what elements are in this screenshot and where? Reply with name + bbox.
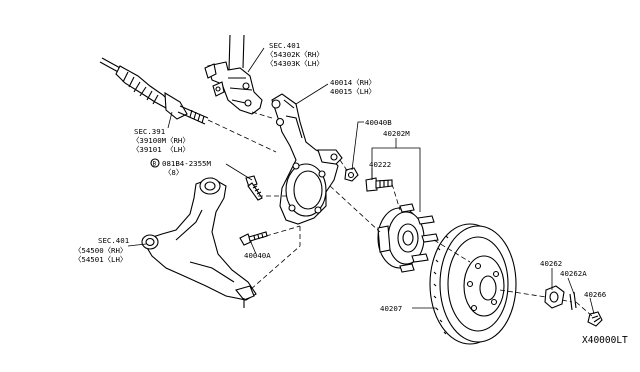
label-bolt-b-qty: 〈8〉 [164,168,183,177]
lower-bolt-40040A[interactable] [239,231,268,246]
label-nut-40040B: 40040B [365,118,392,127]
label-hub-nut: 40262 [540,259,562,268]
bolt-b-circle [150,158,160,168]
label-hub-bolt: 40222 [369,160,391,169]
label-hub-assy: 40202M [383,129,410,138]
label-hub-nut-cap: 40262A [560,269,587,278]
label-lca-sec: SEC.401 [98,236,129,245]
nut-40040B[interactable] [344,167,359,182]
drive-shaft[interactable] [99,57,209,125]
label-strut-rh: 〈54302K〈RH〉 [266,50,324,59]
nut-cap-40262A[interactable] [569,291,577,311]
leader-lines [127,47,595,315]
label-rotor: 40207 [380,304,402,313]
label-bolt-b-part: 081B4-2355M [162,159,211,168]
strut-assembly[interactable] [204,34,263,115]
label-knuckle-rh: 40014〈RH〉 [330,78,376,87]
label-shaft-rh: 〈39100M〈RH〉 [132,136,190,145]
brake-rotor-40207[interactable] [429,223,517,345]
label-strut-lh: 〈54303K〈LH〉 [266,59,324,68]
labels: SEC.401 〈54302K〈RH〉 〈54303K〈LH〉 40014〈RH… [74,41,628,346]
label-shaft-sec: SEC.391 [134,127,165,136]
steering-knuckle[interactable] [271,93,343,225]
label-bolt-40040A: 40040A [244,251,271,260]
label-bolt-b-symbol: B [153,161,157,168]
hub-bolt-40222[interactable] [365,177,393,192]
label-shaft-lh: 〈39101 〈LH〉 [132,145,190,154]
label-lca-lh: 〈54501〈LH〉 [74,255,127,264]
diagram-code: X40000LT [582,335,628,346]
label-cotter-pin: 40266 [584,290,606,299]
label-lca-rh: 〈54500〈RH〉 [74,246,127,255]
assembly-lines [207,111,593,317]
label-strut-sec: SEC.401 [269,41,300,50]
hub-assembly-40202M[interactable] [377,203,439,273]
hub-nut-40262[interactable] [544,285,565,309]
label-knuckle-lh: 40015〈LH〉 [330,87,376,96]
lower-control-arm[interactable] [141,177,257,308]
